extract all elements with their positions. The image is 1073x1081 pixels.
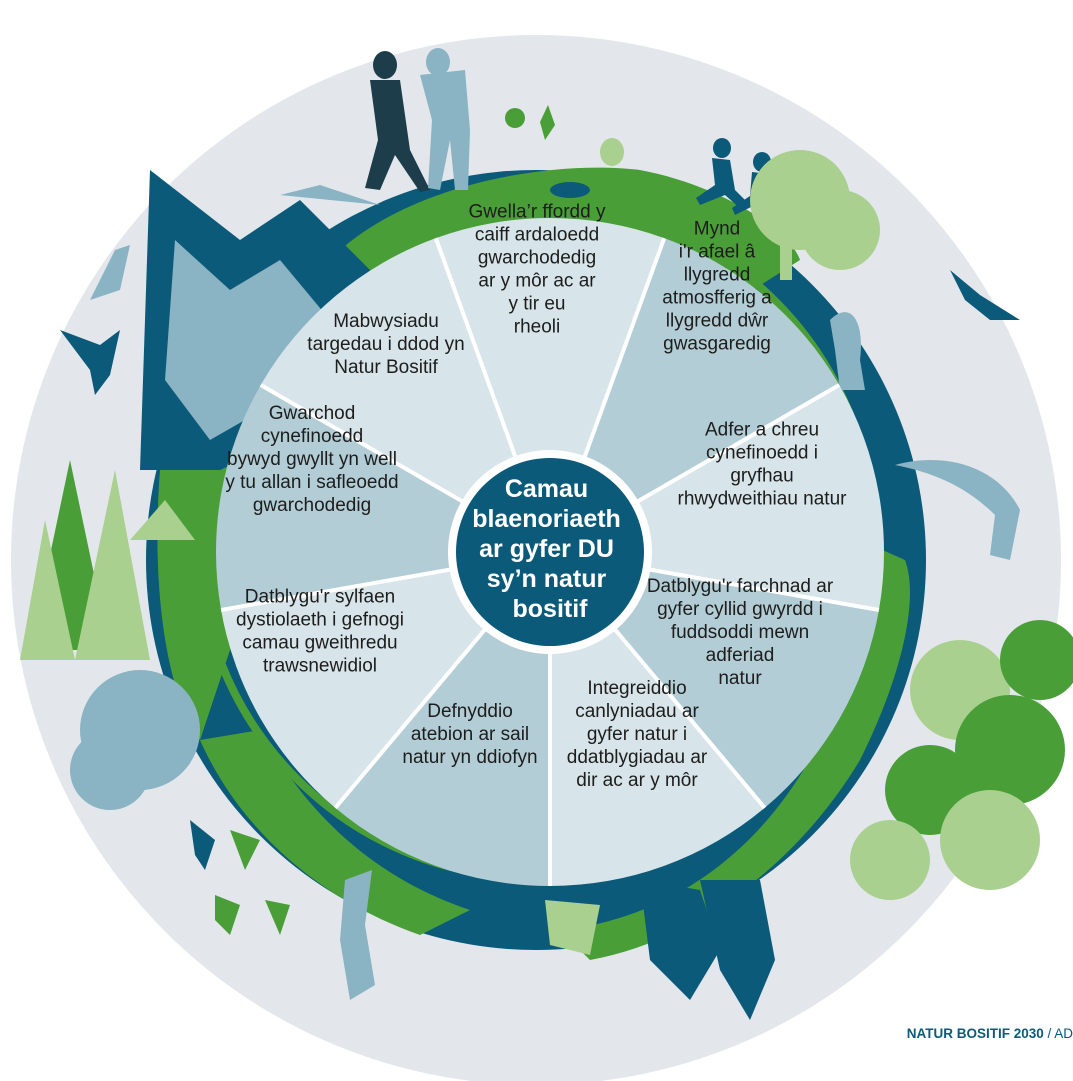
butterflies-silhouette <box>190 820 290 935</box>
segment-label-line: adferiad <box>706 645 775 666</box>
segment-label-line: Mabwysiadu <box>333 311 439 332</box>
segment-label-line: rhwydweithiau natur <box>678 489 848 510</box>
wheel-segment <box>221 569 488 808</box>
wheel-segment <box>550 627 765 886</box>
wheel-segment <box>583 238 840 503</box>
segment-label-line: ddatblygiadau ar <box>567 747 708 768</box>
segment-label-line: rheoli <box>514 317 560 338</box>
segment-label-line: bywyd gwyllt yn well <box>227 449 397 470</box>
segment-label-line: Datblygu'r sylfaen <box>245 587 395 608</box>
segment-label-line: Natur Bositif <box>334 357 438 378</box>
bird-silhouette <box>60 330 120 395</box>
segment-label-line: Datblygu'r farchnad ar <box>647 576 834 597</box>
hikers-silhouette <box>365 48 470 192</box>
segment-separator <box>646 567 880 612</box>
tree-silhouette-top-right <box>750 150 880 280</box>
segment-label-line: trawsnewidiol <box>263 656 377 677</box>
mountain-snow-silhouette <box>165 240 330 440</box>
footer-caption: NATUR BOSITIF 2030 / AD <box>833 1026 1073 1041</box>
segment-label-line: gwarchodedig <box>253 495 371 516</box>
segment-separator <box>333 625 489 810</box>
segment-label-line: gwarchodedig <box>478 248 596 269</box>
segment-label-line: cynefinoedd <box>261 426 363 447</box>
segment-label-line: gryfhau <box>730 466 793 487</box>
center-hub <box>456 458 644 646</box>
segment-label-line: dir ac ar y môr <box>576 770 698 791</box>
segments-ring <box>216 218 884 886</box>
bird-silhouette <box>950 270 1020 320</box>
heron-silhouette <box>340 870 375 1000</box>
bird-silhouette <box>90 245 130 300</box>
segment-separator <box>581 237 667 461</box>
segment-label-line: Gwarchod <box>269 403 356 424</box>
center-title-line: blaenoriaeth <box>472 505 621 533</box>
flowers-rabbits-silhouette <box>505 105 624 198</box>
segment-label-line: ar y môr ac ar <box>478 271 596 292</box>
gull-silhouette <box>280 185 380 205</box>
segment-label-line: gyfer cyllid gwyrdd i <box>657 599 823 620</box>
land-bottom-left <box>200 730 470 935</box>
segment-label-line: cynefinoedd i <box>706 443 818 464</box>
segment-separator <box>433 237 519 461</box>
segment-label-line: dystiolaeth i gefnogi <box>236 610 404 631</box>
segment-label-line: targedau i ddod yn <box>307 334 464 355</box>
segment-label-line: fuddsoddi mewn <box>671 622 809 643</box>
segment-label-line: atebion ar sail <box>411 724 529 745</box>
segment-label-line: canlyniadau ar <box>575 701 699 722</box>
segment-label-line: gwasgaredig <box>663 334 771 355</box>
segment-separator <box>220 567 454 612</box>
segment-label-line: caiff ardaloedd <box>475 225 599 246</box>
segment-label-line: y tir eu <box>508 294 565 315</box>
wheel-segment <box>335 627 550 886</box>
divers-silhouette <box>545 880 775 1020</box>
trees-silhouette-bottom-right <box>850 620 1073 900</box>
segment-separators <box>220 237 880 886</box>
wheel-segment <box>612 569 879 808</box>
center-title-line: ar gyfer DU <box>479 535 614 563</box>
tree-silhouette-bottom-left <box>70 670 200 810</box>
segment-label-line: i'r afael â <box>679 242 756 263</box>
segment-label-line: camau gweithredu <box>242 633 397 654</box>
segment-label-line: natur <box>718 668 762 689</box>
center-title-line: sy’n natur <box>487 565 607 593</box>
seal-silhouette <box>830 312 865 390</box>
footer-brand: NATUR BOSITIF 2030 <box>906 1026 1044 1041</box>
wheel-segment <box>260 238 517 503</box>
segment-label-line: Adfer a chreu <box>705 420 819 441</box>
segment-separator <box>259 383 467 505</box>
decorative-silhouettes <box>20 48 1073 1020</box>
segment-label-line: llygredd <box>684 265 751 286</box>
wheel-segment <box>634 385 884 610</box>
segment-label-line: gyfer natur i <box>587 724 687 745</box>
segment-label-line: Integreiddio <box>587 678 686 699</box>
segment-label-line: Defnyddio <box>427 701 513 722</box>
center-title: Camau blaenoriaeth ar gyfer DU sy’n natu… <box>472 475 628 623</box>
segment-label-line: natur yn ddiofyn <box>402 747 537 768</box>
segment-label-line: y tu allan i safleoedd <box>225 472 398 493</box>
wheel-segment <box>216 385 466 610</box>
segment-label-line: llygredd dŵr <box>666 311 769 332</box>
segment-separator <box>633 383 841 505</box>
dolphin-silhouette <box>895 460 1020 560</box>
forest-silhouette-left <box>20 460 195 660</box>
segment-label-line: atmosfferig a <box>662 288 772 309</box>
footer-suffix: / AD <box>1043 1026 1073 1041</box>
center-title-line: bositif <box>513 595 589 623</box>
segment-separator <box>611 625 767 810</box>
wheel-segment <box>435 218 665 460</box>
segment-label-line: Gwella’r ffordd y <box>469 202 606 223</box>
segment-label-line: Mynd <box>694 219 740 240</box>
center-title-line: Camau <box>505 475 588 503</box>
